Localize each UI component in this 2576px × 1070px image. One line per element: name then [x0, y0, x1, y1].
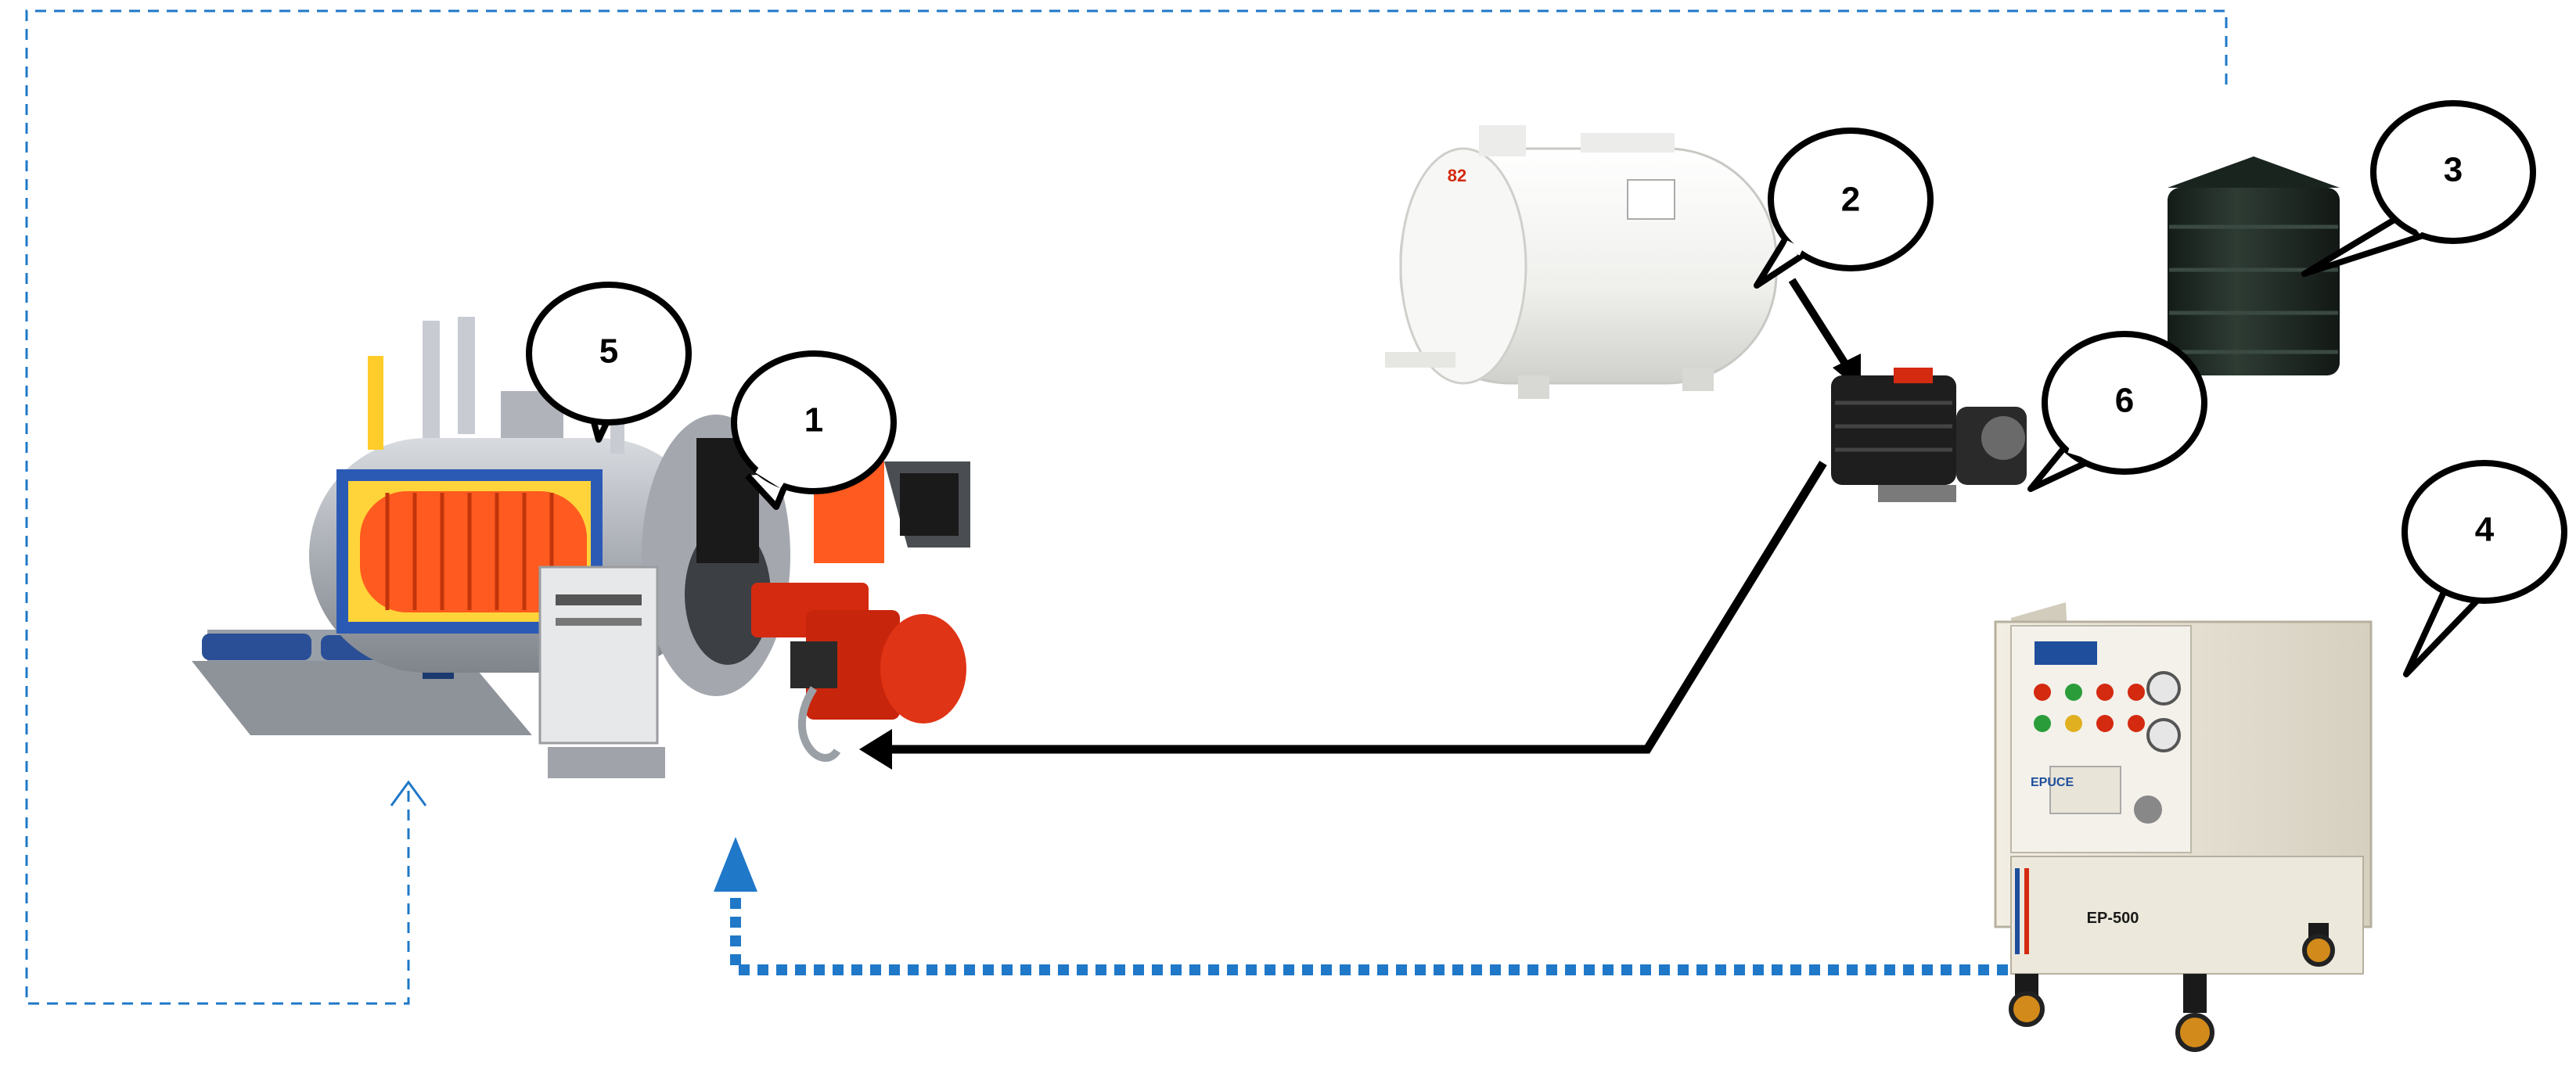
- callout-6-label: 6: [2115, 382, 2134, 420]
- callout-1-label: 1: [804, 401, 823, 440]
- fuel-tank: 82: [1385, 125, 1776, 399]
- callout-5-label: 5: [599, 332, 618, 371]
- tank-to-pump-arrow: [1792, 280, 1847, 366]
- burner: [751, 583, 966, 758]
- callout-4-label: 4: [2475, 511, 2495, 549]
- callout-2-label: 2: [1841, 181, 1860, 219]
- callout-4: 4: [2405, 463, 2564, 674]
- callout-2: 2: [1757, 131, 1930, 285]
- hydrogen-supply-arrowhead: [714, 837, 757, 892]
- hydrogen-separator: EPUCE EP-500: [1995, 602, 2371, 1050]
- callout-3-label: 3: [2444, 151, 2463, 189]
- callout-6: 6: [2031, 334, 2204, 489]
- fuel-line-arrow: [888, 463, 1823, 749]
- separator-brand-label: EPUCE: [2031, 776, 2074, 789]
- separator-model-label: EP-500: [2087, 910, 2139, 927]
- tank-marking: 82: [1448, 166, 1466, 185]
- hydrogen-supply-dotted-line: [736, 892, 2027, 970]
- fuel-pump: [1831, 368, 2027, 502]
- fuel-line-arrowhead: [859, 729, 892, 770]
